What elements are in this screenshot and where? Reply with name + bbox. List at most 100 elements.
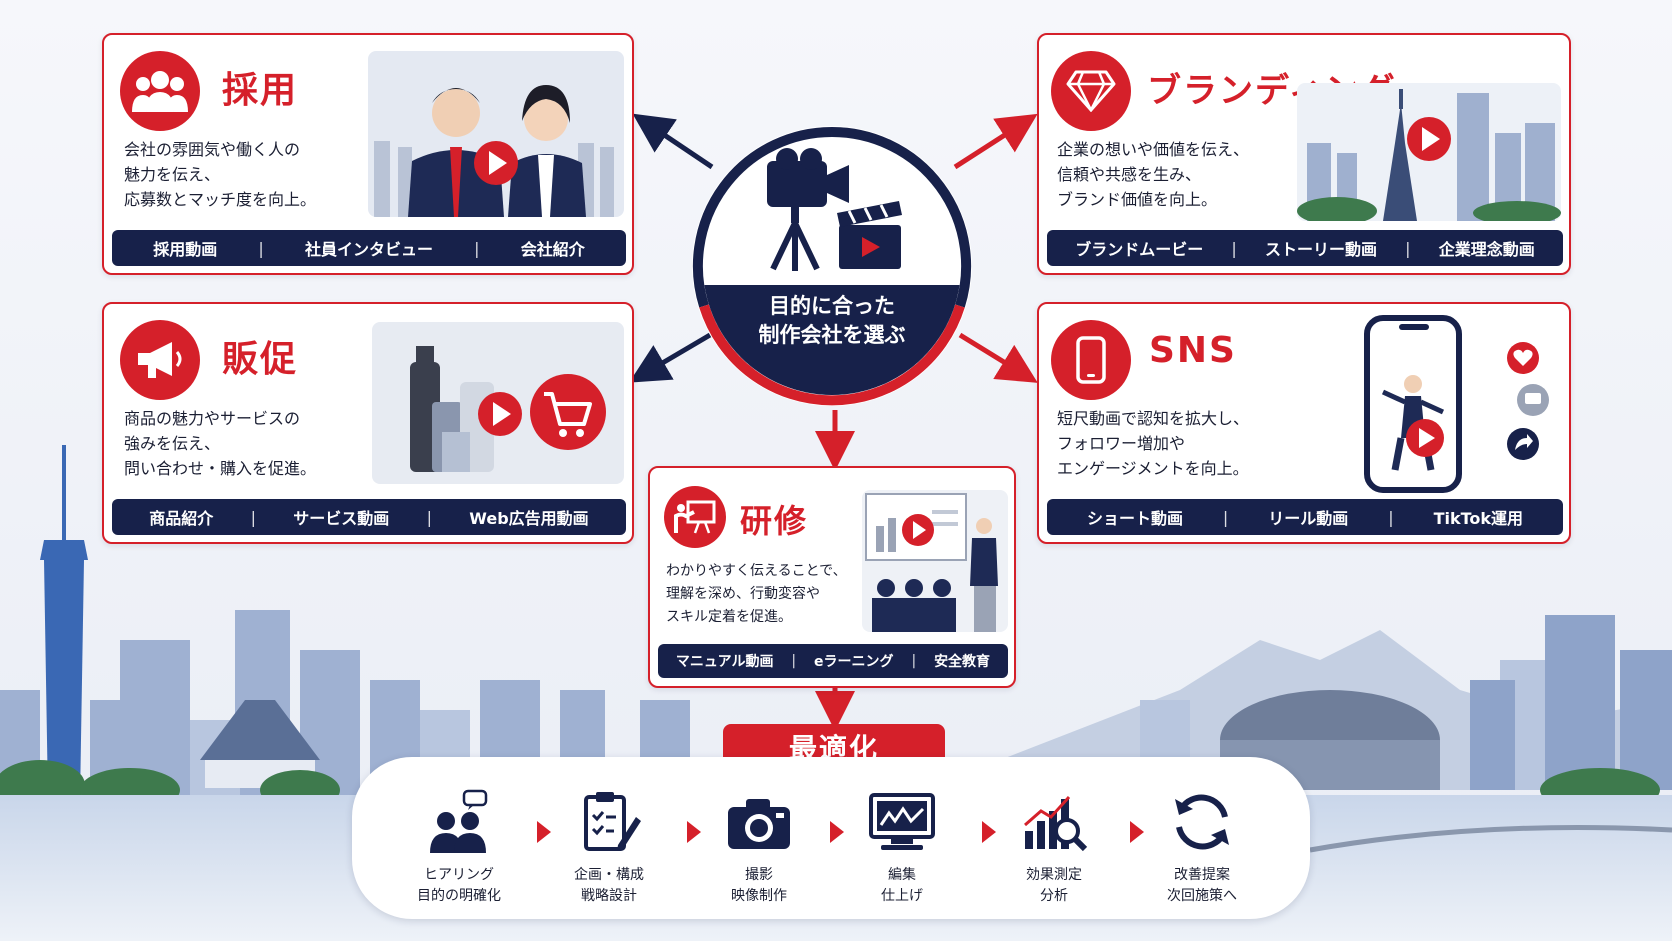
- center-hub: 目的に合った 制作会社を選ぶ: [687, 121, 977, 411]
- monitor-edit-icon: [869, 793, 935, 850]
- tag-item[interactable]: 社員インタビュー: [304, 240, 433, 259]
- card-description: 企業の想いや価値を伝え、 信頼や共感を生み、 ブランド価値を向上。: [1057, 137, 1249, 212]
- desc-line: 信頼や共感を生み、: [1057, 165, 1202, 184]
- step-title: ヒアリング: [424, 867, 494, 883]
- step-title: 編集: [888, 867, 916, 883]
- step-arrow-icon: [982, 821, 996, 843]
- video-camera-clapperboard-icon: [767, 148, 902, 271]
- step-subtitle: 映像制作: [731, 888, 787, 904]
- step-arrow-icon: [830, 821, 844, 843]
- tag-item[interactable]: Web広告用動画: [469, 509, 589, 528]
- step-arrow-icon: [1130, 821, 1144, 843]
- tag-item[interactable]: リール動画: [1268, 509, 1349, 528]
- tag-item[interactable]: 会社紹介: [520, 240, 585, 259]
- branding-video-thumbnail[interactable]: [1297, 83, 1561, 221]
- tag-separator: |: [1405, 238, 1411, 258]
- card-title: 研修: [740, 502, 809, 540]
- tag-separator: |: [426, 507, 432, 527]
- card-saiyo: 採用 会社の雰囲気や働く人の 魅力を伝え、 応募数とマッチ度を向上。 採用動画 …: [102, 33, 634, 275]
- process-step-measurement[interactable]: 効果測定 分析: [989, 757, 1119, 919]
- desc-line: 問い合わせ・購入を促進。: [124, 459, 317, 478]
- presentation-board-icon: [664, 486, 726, 548]
- arrow-to-branding: [953, 113, 1038, 170]
- smartphone-icon: [1051, 320, 1131, 400]
- card-sns: SNS 短尺動画で認知を拡大し、 フォロワー増加や エンゲージメントを向上。 シ…: [1037, 302, 1571, 544]
- tag-separator: |: [1222, 507, 1229, 527]
- camera-icon: [728, 799, 790, 849]
- shopping-cart-icon: [530, 374, 606, 450]
- process-step-shooting[interactable]: 撮影 映像制作: [694, 757, 824, 919]
- arrow-to-sns: [958, 332, 1038, 383]
- training-video-thumbnail[interactable]: [862, 490, 1008, 632]
- tag-item[interactable]: 企業理念動画: [1438, 240, 1535, 259]
- chart-magnifier-icon: [1024, 795, 1088, 852]
- card-description: 商品の魅力やサービスの 強みを伝え、 問い合わせ・購入を促進。: [124, 406, 316, 481]
- tag-bar: ブランドムービー | ストーリー動画 | 企業理念動画: [1047, 230, 1563, 266]
- step-subtitle: 仕上げ: [881, 888, 923, 904]
- tag-separator: |: [791, 653, 797, 669]
- step-title: 撮影: [745, 867, 773, 883]
- step-subtitle: 分析: [1040, 888, 1068, 904]
- people-chat-icon: [430, 789, 488, 853]
- tag-separator: |: [474, 238, 480, 258]
- card-description: わかりやすく伝えることで、 理解を深め、行動変容や スキル定着を促進。: [666, 560, 847, 629]
- step-title: 改善提案: [1174, 867, 1230, 883]
- tag-separator: |: [1231, 238, 1237, 258]
- tag-separator: |: [1388, 507, 1394, 527]
- card-kenshu: 研修 わかりやすく伝えることで、 理解を深め、行動変容や スキル定着を促進。 マ…: [648, 466, 1016, 688]
- tag-separator: |: [250, 507, 256, 527]
- desc-line: 短尺動画で認知を拡大し、: [1057, 409, 1250, 428]
- people-group-icon: [120, 51, 200, 131]
- product-video-thumbnail[interactable]: [372, 322, 624, 484]
- tag-item[interactable]: 採用動画: [153, 240, 218, 259]
- desc-line: 会社の雰囲気や働く人の: [124, 140, 301, 159]
- refresh-cycle-icon: [1175, 794, 1229, 850]
- tag-item[interactable]: ショート動画: [1086, 509, 1183, 528]
- card-branding: ブランディング 企業の想いや価値を伝え、 信頼や共感を生み、 ブランド価値を向上…: [1037, 33, 1571, 275]
- process-step-planning[interactable]: 企画・構成 戦略設計: [544, 757, 674, 919]
- tag-item[interactable]: サービス動画: [293, 509, 390, 528]
- recruit-video-thumbnail[interactable]: [368, 51, 624, 217]
- card-description: 短尺動画で認知を拡大し、 フォロワー増加や エンゲージメントを向上。: [1057, 406, 1249, 481]
- desc-line: 応募数とマッチ度を向上。: [124, 190, 317, 209]
- tag-item[interactable]: 安全教育: [934, 654, 991, 670]
- card-title: 採用: [222, 70, 299, 111]
- process-steps-panel: ヒアリング 目的の明確化 企画・構成 戦略設計 撮影 映像制作 編集 仕上げ 効…: [352, 757, 1310, 919]
- process-step-editing[interactable]: 編集 仕上げ: [837, 757, 967, 919]
- tag-item[interactable]: ブランドムービー: [1075, 240, 1204, 259]
- step-arrow-icon: [537, 821, 551, 843]
- desc-line: 理解を深め、行動変容や: [666, 586, 820, 602]
- tag-bar: マニュアル動画 | eラーニング | 安全教育: [658, 644, 1008, 678]
- sns-video-thumbnail[interactable]: [1355, 308, 1565, 494]
- card-title: 販促: [222, 339, 299, 380]
- tag-bar: 採用動画 | 社員インタビュー | 会社紹介: [112, 230, 626, 266]
- step-title: 企画・構成: [574, 867, 644, 883]
- tag-bar: 商品紹介 | サービス動画 | Web広告用動画: [112, 499, 626, 535]
- card-hansoku: 販促 商品の魅力やサービスの 強みを伝え、 問い合わせ・購入を促進。 商品紹介 …: [102, 302, 634, 544]
- arrow-to-hansoku: [629, 332, 712, 383]
- desc-line: エンゲージメントを向上。: [1057, 459, 1249, 478]
- diamond-icon: [1051, 51, 1131, 131]
- center-label-line2: 制作会社を選ぶ: [758, 323, 906, 347]
- step-title: 効果測定: [1026, 867, 1082, 883]
- desc-line: スキル定着を促進。: [666, 609, 792, 625]
- process-step-hearing[interactable]: ヒアリング 目的の明確化: [394, 757, 524, 919]
- tag-item[interactable]: eラーニング: [814, 654, 894, 670]
- card-title: SNS: [1149, 330, 1237, 371]
- tag-item[interactable]: ストーリー動画: [1264, 240, 1377, 259]
- desc-line: 強みを伝え、: [124, 434, 221, 453]
- tag-item[interactable]: TikTok運用: [1433, 509, 1524, 528]
- step-subtitle: 戦略設計: [581, 888, 637, 904]
- desc-line: フォロワー増加や: [1057, 434, 1186, 453]
- megaphone-icon: [120, 320, 200, 400]
- arrow-to-saiyo: [632, 113, 714, 170]
- card-description: 会社の雰囲気や働く人の 魅力を伝え、 応募数とマッチ度を向上。: [124, 137, 316, 212]
- desc-line: 商品の魅力やサービスの: [124, 409, 301, 428]
- tag-item[interactable]: 商品紹介: [149, 509, 214, 528]
- step-subtitle: 目的の明確化: [417, 888, 501, 904]
- tag-item[interactable]: マニュアル動画: [675, 654, 774, 670]
- process-step-improvement[interactable]: 改善提案 次回施策へ: [1137, 757, 1267, 919]
- desc-line: ブランド価値を向上。: [1057, 190, 1218, 209]
